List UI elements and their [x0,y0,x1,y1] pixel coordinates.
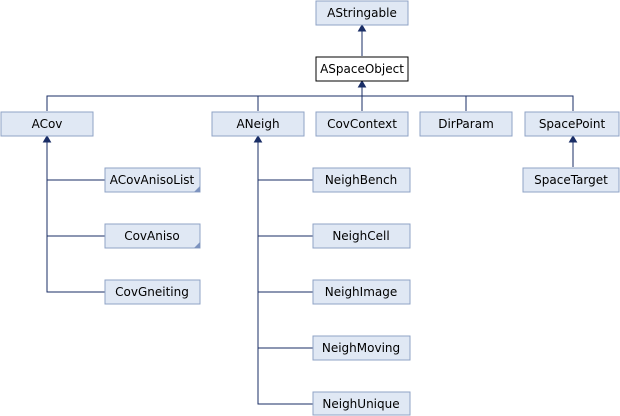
class-node-spacetarget[interactable]: SpaceTarget [522,167,620,193]
arrowhead-acov [42,135,52,143]
edge-aneigh-trunk [257,142,313,405]
class-label: ACov [32,117,63,131]
class-node-neighunique[interactable]: NeighUnique [312,391,411,416]
class-label: ASpaceObject [320,62,404,76]
fold-corner-icon [194,186,200,192]
class-node-covaniso[interactable]: CovAniso [104,223,201,249]
arrowhead-aspaceobject [357,80,367,88]
class-label: NeighCell [332,229,389,243]
class-node-spacepoint[interactable]: SpacePoint [524,111,620,137]
class-label: NeighUnique [322,397,399,411]
class-node-acov[interactable]: ACov [0,111,94,137]
class-label: SpacePoint [539,117,606,131]
class-label: CovContext [327,117,397,131]
class-node-neighcell[interactable]: NeighCell [312,223,411,249]
class-node-neighimage[interactable]: NeighImage [312,279,411,305]
class-label: NeighMoving [322,341,400,355]
arrowhead-spacepoint [568,135,578,143]
class-node-covcontext[interactable]: CovContext [315,111,409,137]
class-label: CovGneiting [115,285,189,299]
class-node-dirparam[interactable]: DirParam [419,111,513,137]
class-label: ACovAnisoList [110,173,195,187]
class-node-neighmoving[interactable]: NeighMoving [312,335,411,361]
class-node-astringable[interactable]: AStringable [315,0,409,26]
class-label: DirParam [438,117,494,131]
class-label: CovAniso [124,229,180,243]
class-node-acovanisolist[interactable]: ACovAnisoList [104,167,201,193]
arrowhead-aneigh [253,135,263,143]
class-label: SpaceTarget [534,173,608,187]
class-node-neighbench[interactable]: NeighBench [312,167,411,193]
class-label: AStringable [327,6,397,20]
edges [42,24,578,405]
class-label: NeighBench [325,173,397,187]
class-node-covgneiting[interactable]: CovGneiting [104,279,201,305]
fold-corner-icon [194,242,200,248]
class-node-aspaceobject: ASpaceObject [315,56,409,82]
arrowhead-astringable [357,24,367,32]
class-node-aneigh[interactable]: ANeigh [211,111,305,137]
class-label: NeighImage [325,285,398,299]
edge-acov-trunk [46,142,105,293]
edge-bus-aspaceobject [46,95,574,111]
class-label: ANeigh [236,117,279,131]
